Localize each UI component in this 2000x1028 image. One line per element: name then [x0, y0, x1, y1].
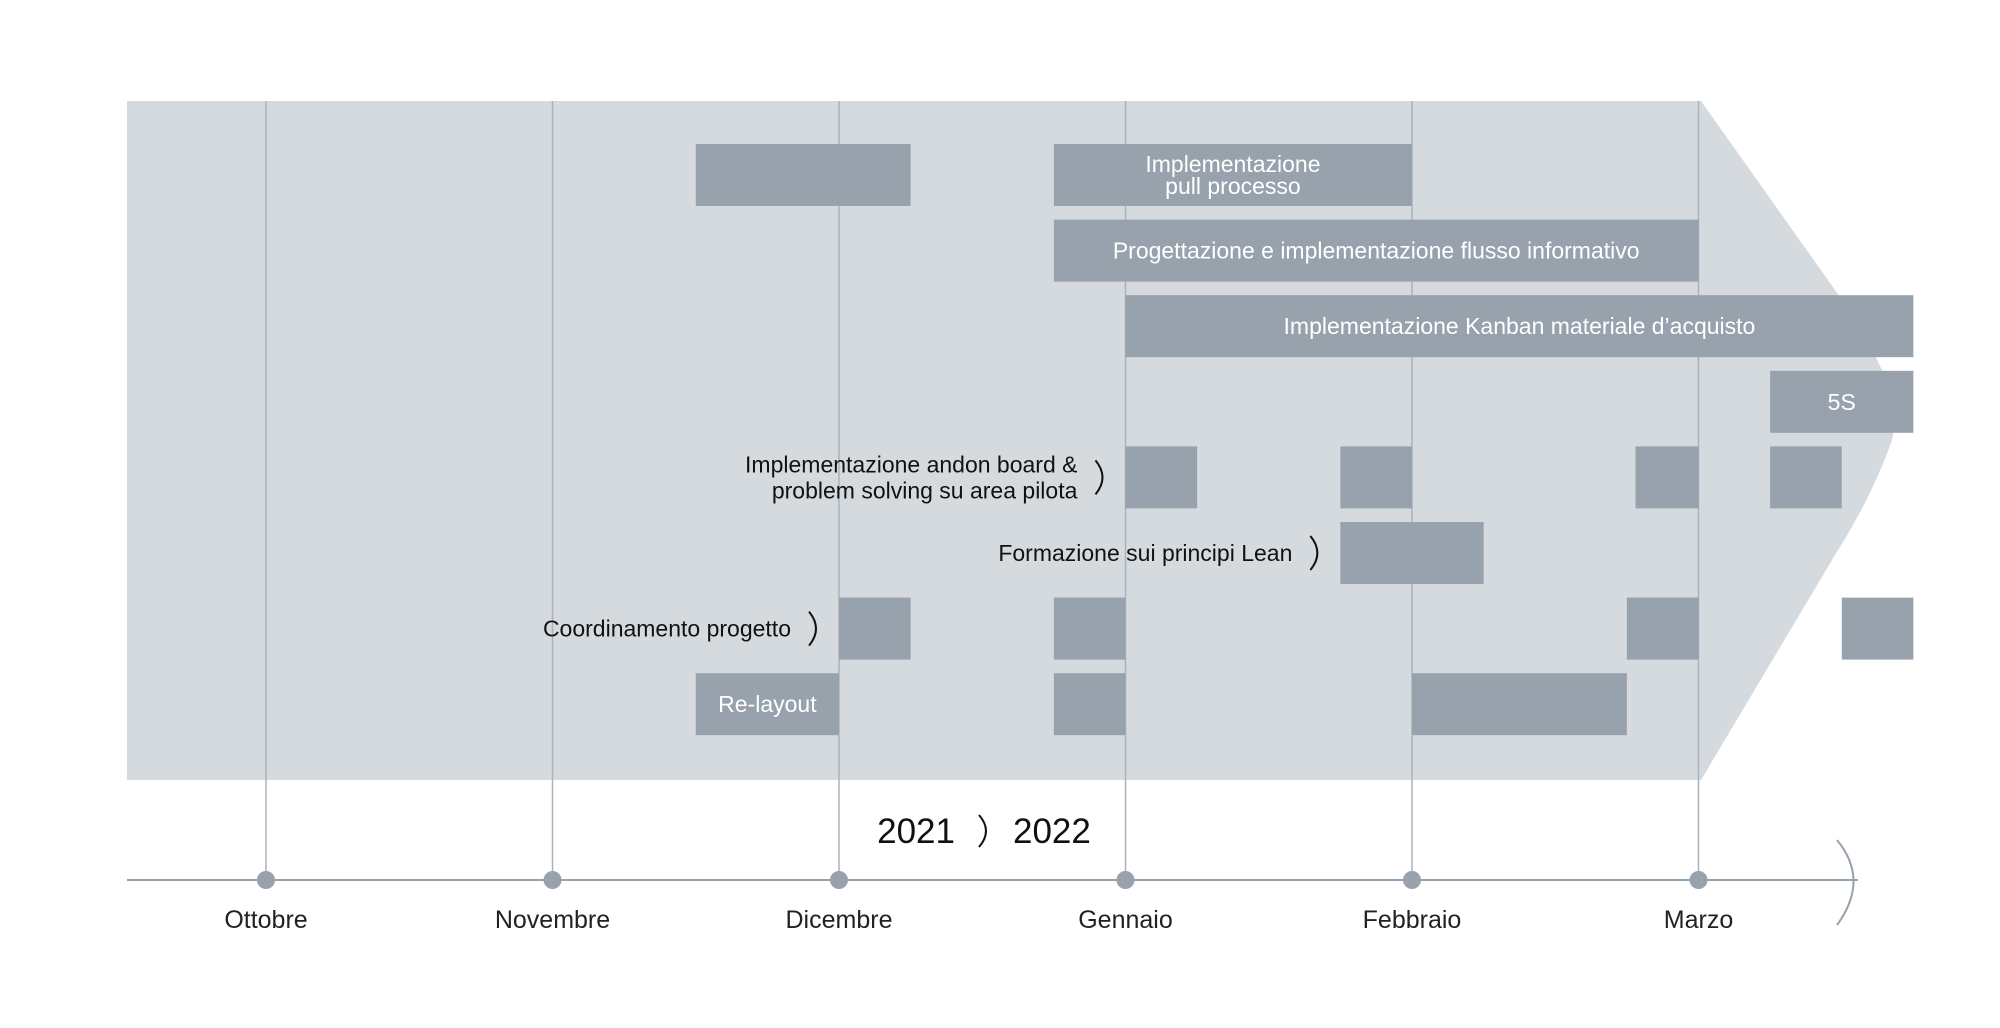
- task-bar: 5S: [1770, 370, 1914, 433]
- row-label-line: Implementazione andon board &: [745, 451, 1077, 477]
- task-bar-label: Implementazione Kanban materiale d’acqui…: [1284, 313, 1756, 339]
- chevron-right-icon: [1309, 535, 1319, 571]
- task-bar-rect: [1053, 144, 1412, 206]
- andon-label: Implementazione andon board &problem sol…: [745, 451, 1104, 503]
- year-start-label: 2021: [877, 812, 955, 851]
- task-bar: [839, 597, 911, 660]
- task-bar-rect: [695, 144, 911, 206]
- task-bar: [1340, 446, 1412, 509]
- task-bar-rect: [1340, 446, 1412, 509]
- task-bar-rect: [1125, 446, 1198, 509]
- task-bar-label: Re-layout: [718, 691, 817, 717]
- month-dot: [830, 871, 848, 889]
- year-end-label: 2022: [1013, 812, 1091, 851]
- task-bar: Progettazione e implementazione flusso i…: [1053, 219, 1699, 282]
- task-bar-rect: [1412, 673, 1627, 736]
- task-bar-rect: [1770, 446, 1842, 509]
- chevron-right-icon: [808, 610, 817, 647]
- task-bar-rect: [1340, 522, 1484, 584]
- task-bar-label: pull processo: [1165, 173, 1301, 199]
- task-bar: [1412, 673, 1627, 736]
- month-dot: [1403, 871, 1421, 889]
- task-bar: [1841, 597, 1914, 660]
- task-bar-rect: [1626, 597, 1699, 660]
- month-dot: [543, 871, 562, 889]
- axis-arrow-icon: [1836, 839, 1855, 926]
- task-bar: [1770, 446, 1842, 509]
- task-bar-label: Progettazione e implementazione flusso i…: [1113, 238, 1640, 264]
- task-bar-rect: [839, 597, 911, 660]
- chevron-right-icon: [1094, 459, 1104, 496]
- month-label: Novembre: [495, 906, 610, 934]
- year-range: 2021 2022: [877, 812, 1091, 851]
- task-bar-label: 5S: [1828, 389, 1856, 415]
- month-label: Febbraio: [1363, 906, 1462, 934]
- task-bar-rect: [695, 673, 839, 736]
- month-dot: [257, 871, 275, 889]
- task-bar-rect: [1125, 295, 1914, 358]
- row-label-line: Coordinamento progetto: [543, 616, 791, 642]
- row-label-line: problem solving su area pilota: [772, 477, 1078, 503]
- task-bar: [695, 144, 911, 206]
- row-label-line: Formazione sui principi Lean: [998, 540, 1292, 566]
- task-bar: [1635, 446, 1699, 509]
- task-bar-rect: [1053, 673, 1126, 736]
- month-label: Marzo: [1664, 906, 1733, 934]
- task-bar: [1626, 597, 1699, 660]
- task-bar: Implementazione Kanban materiale d’acqui…: [1125, 295, 1914, 358]
- task-bar: Re-layout: [695, 673, 839, 736]
- task-bar-rect: [1053, 597, 1126, 660]
- month-dot: [1689, 871, 1708, 889]
- task-bar-rect: [1841, 597, 1914, 660]
- task-bar-rect: [1770, 370, 1914, 433]
- month-label: Ottobre: [224, 906, 307, 934]
- timeline-band: [127, 101, 1895, 780]
- coordinamento-label: Coordinamento progetto: [543, 610, 817, 647]
- formazione-label: Formazione sui principi Lean: [998, 535, 1319, 571]
- task-bar: [1053, 597, 1126, 660]
- chevron-right-icon: [978, 814, 987, 848]
- month-label: Gennaio: [1078, 906, 1173, 934]
- task-bar: [1125, 446, 1198, 509]
- task-bar-label: Implementazione: [1145, 151, 1320, 177]
- task-bar-rect: [1053, 219, 1699, 282]
- month-label: Dicembre: [786, 906, 893, 934]
- month-dot: [1116, 871, 1135, 889]
- task-bar: [1053, 673, 1126, 736]
- task-bar: [1340, 522, 1484, 584]
- task-bar-rect: [1635, 446, 1699, 509]
